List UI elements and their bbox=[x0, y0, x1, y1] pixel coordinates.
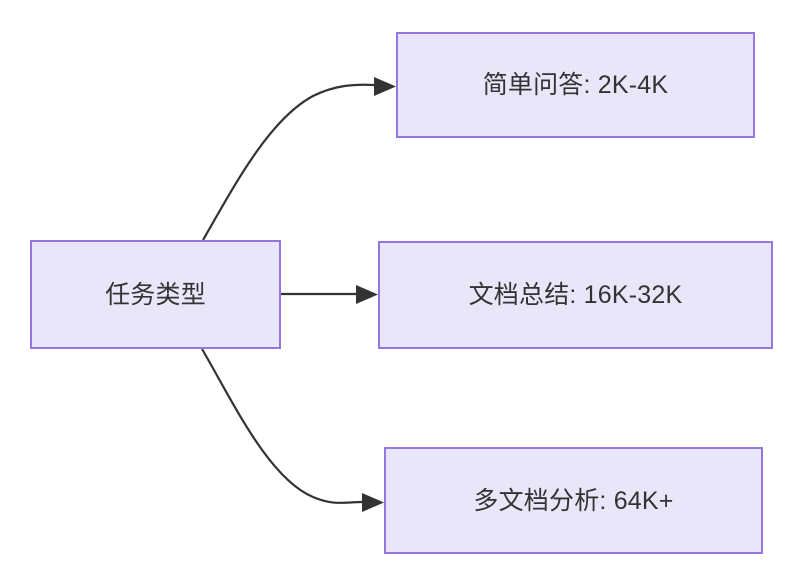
arrowhead-doc-summary-icon bbox=[356, 285, 378, 304]
edge-root-to-multi-doc bbox=[201, 348, 363, 504]
node-doc-summary-label: 文档总结: 16K-32K bbox=[468, 281, 683, 309]
node-multi-doc[interactable]: 多文档分析: 64K+ bbox=[384, 447, 763, 554]
node-task-type-label: 任务类型 bbox=[105, 280, 206, 309]
arrowhead-simple-qa-icon bbox=[374, 77, 396, 96]
node-task-type[interactable]: 任务类型 bbox=[30, 240, 281, 349]
node-simple-qa-label: 简单问答: 2K-4K bbox=[482, 71, 669, 99]
arrowhead-multi-doc-icon bbox=[362, 493, 384, 512]
node-multi-doc-label: 多文档分析: 64K+ bbox=[473, 486, 674, 515]
node-doc-summary[interactable]: 文档总结: 16K-32K bbox=[378, 241, 773, 349]
edge-root-to-simple-qa bbox=[202, 83, 375, 241]
node-simple-qa[interactable]: 简单问答: 2K-4K bbox=[396, 32, 755, 138]
